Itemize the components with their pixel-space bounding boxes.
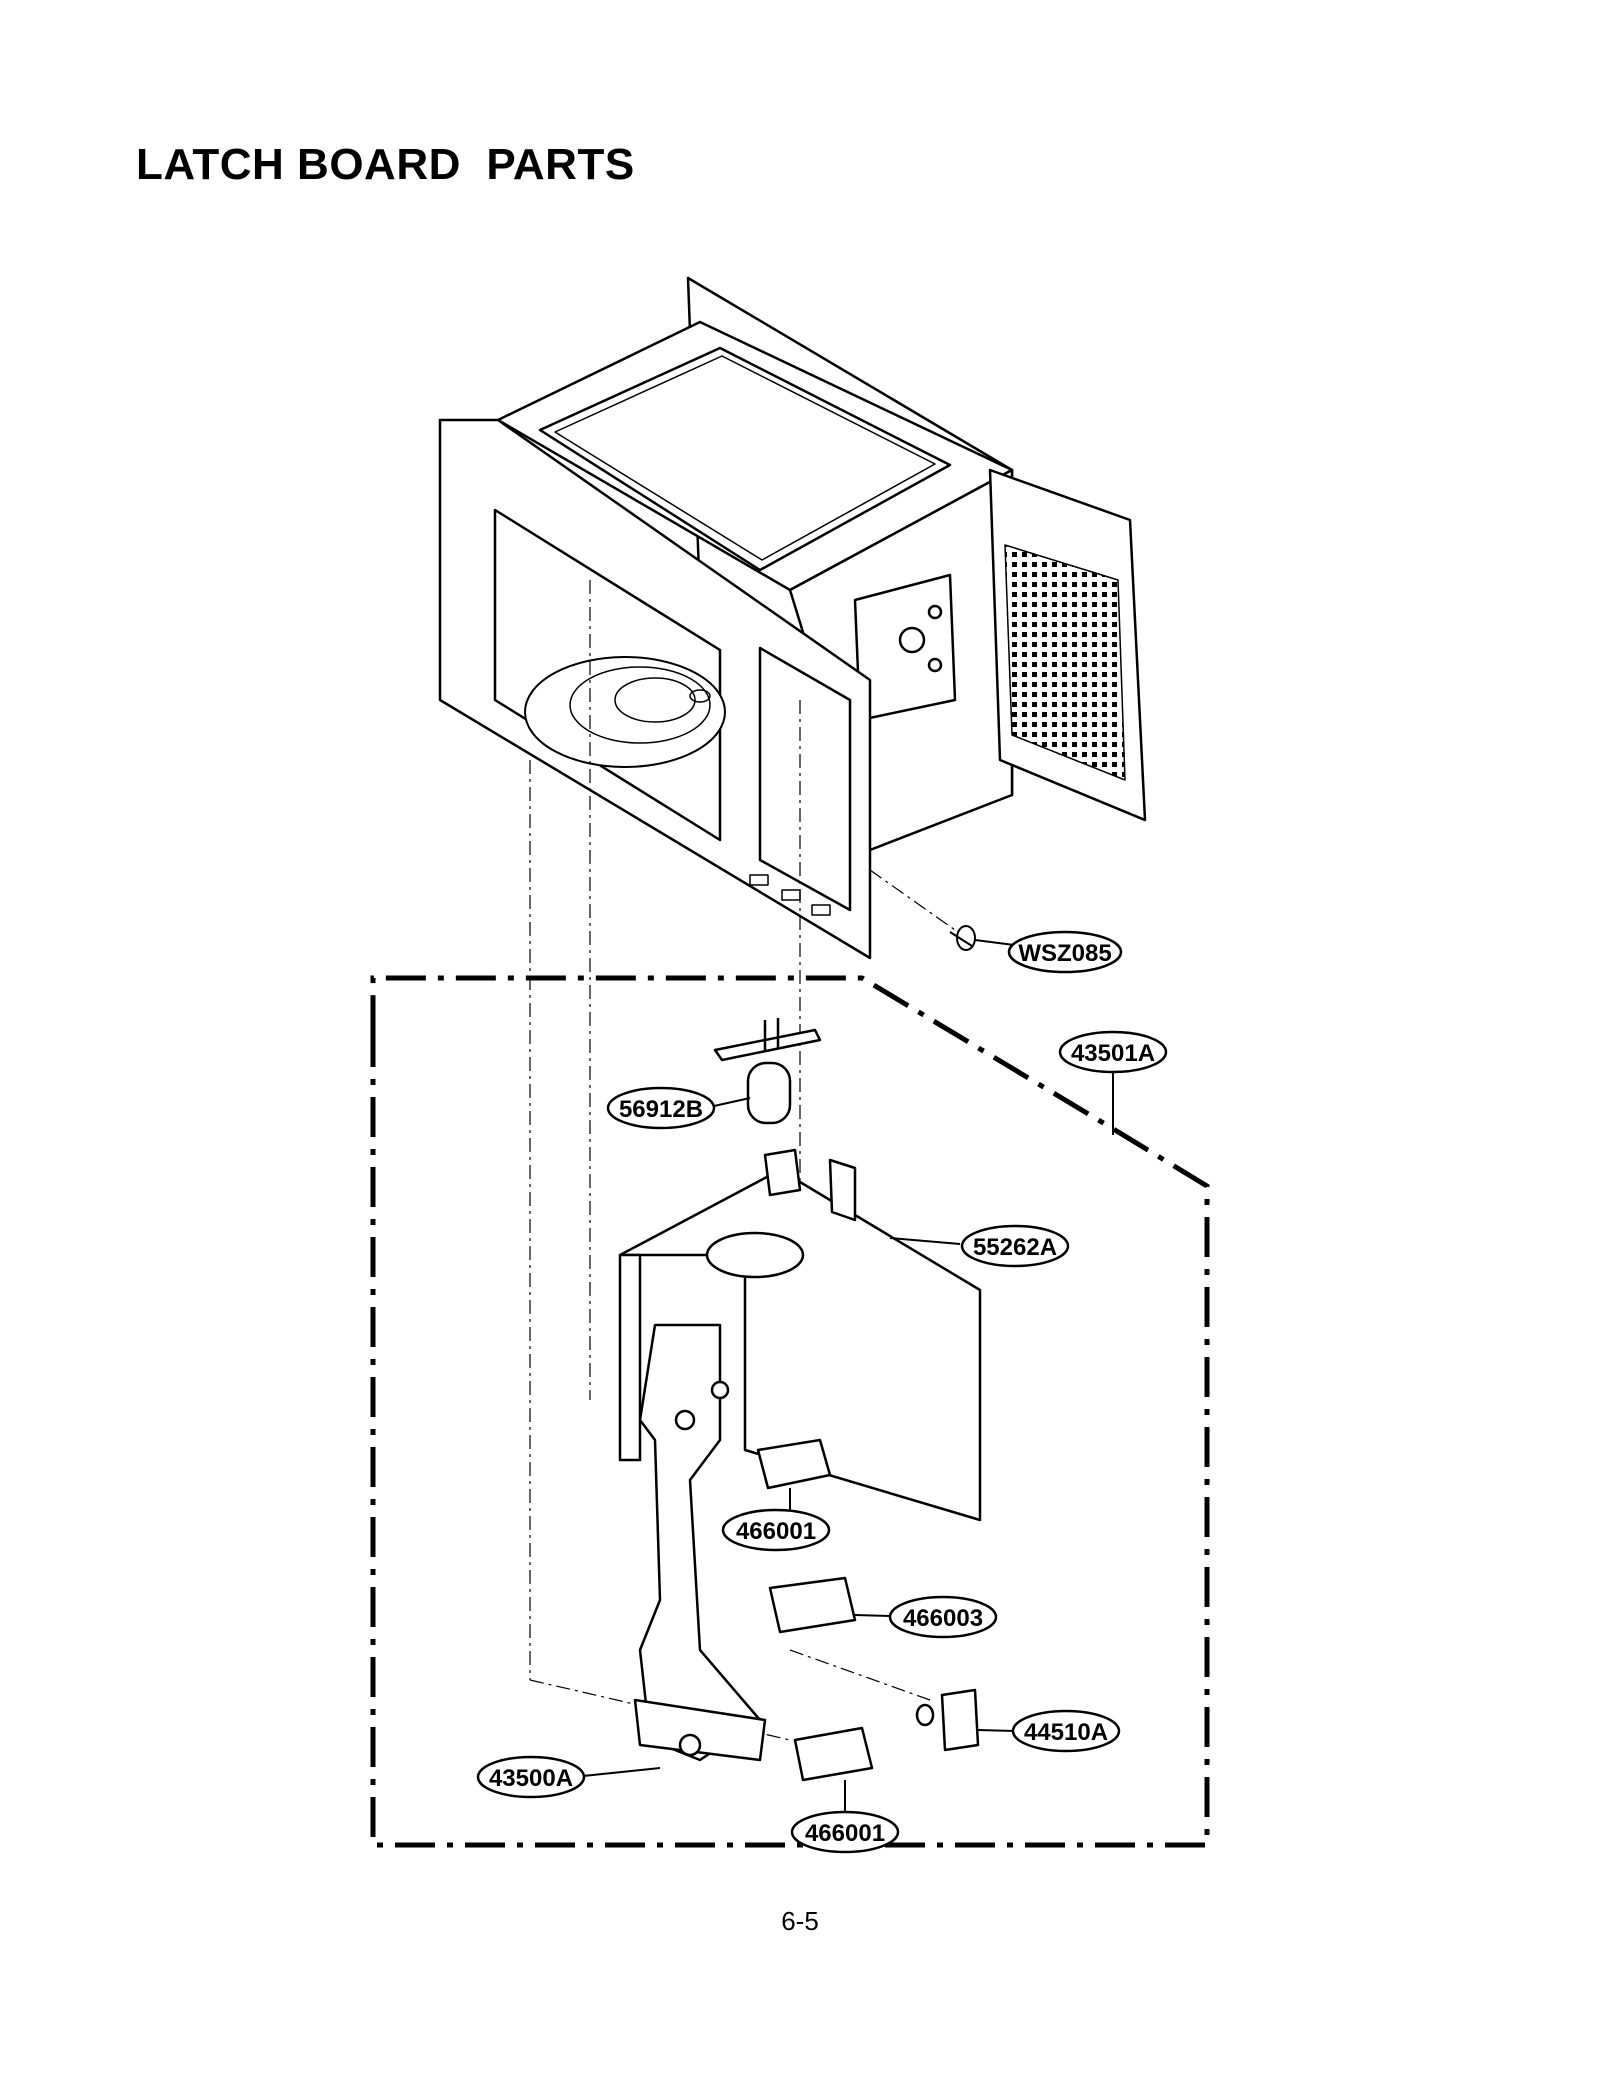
oven-cavity-drawing bbox=[438, 276, 1147, 960]
latch-board-assembly-drawing bbox=[618, 1018, 982, 1782]
callout-switch-upper: 466001 bbox=[721, 1508, 831, 1552]
callout-label: 43501A bbox=[1071, 1040, 1155, 1067]
callout-label: 466001 bbox=[736, 1518, 816, 1545]
callout-label: 55262A bbox=[973, 1234, 1057, 1261]
callout-label: 44510A bbox=[1024, 1719, 1108, 1746]
callout-label: 466003 bbox=[903, 1605, 983, 1632]
callout-switch-middle: 466003 bbox=[888, 1595, 998, 1639]
callout-label: 466001 bbox=[805, 1820, 885, 1847]
page-title: LATCH BOARD PARTS bbox=[136, 140, 635, 189]
callout-switch-bracket: 44510A bbox=[1011, 1709, 1121, 1753]
callout-label: 43500A bbox=[489, 1765, 573, 1792]
callout-assembly: 43501A bbox=[1058, 1030, 1168, 1074]
callout-label: 56912B bbox=[619, 1096, 703, 1123]
assembly-boundary bbox=[370, 975, 1210, 1848]
page-number: 6-5 bbox=[781, 1906, 819, 1936]
callout-label: WSZ085 bbox=[1018, 940, 1111, 967]
callout-switch-lower: 466001 bbox=[790, 1810, 900, 1854]
callout-screw: WSZ085 bbox=[1007, 930, 1123, 974]
screw-icon bbox=[949, 925, 976, 951]
callout-latch-lever: 43500A bbox=[476, 1755, 586, 1799]
callout-lamp-socket: 56912B bbox=[606, 1086, 716, 1130]
callout-latch-board: 55262A bbox=[960, 1224, 1070, 1268]
